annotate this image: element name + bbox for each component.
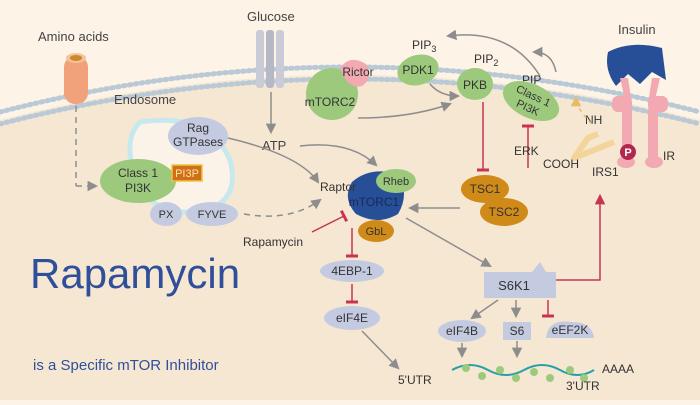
insulin-molecule [607,44,666,86]
4ebp1-node [320,260,384,282]
ir-label: IR [663,149,675,163]
irs1-label: IRS1 [592,165,619,179]
pkb-label: PKB [463,78,487,92]
tsc1-label: TSC1 [470,182,501,196]
fyve-label: FYVE [198,209,227,221]
class1-pi3k-endosome [100,159,176,203]
pip3-main: PIP [412,38,431,52]
phospho-badge [620,144,636,160]
pdk1-node [397,54,439,86]
gbl-node [358,220,394,242]
polya-tail-label: AAAA [602,362,634,376]
s6-node [503,322,531,340]
tsc2-node [480,198,528,226]
rag-label-line2: GTPases [173,135,223,149]
rheb-node [376,169,416,193]
cooh-label: COOH [543,157,579,171]
mtorc2-label: mTORC2 [305,95,356,109]
rapamycin-inhibits-mtorc1 [311,209,349,233]
amino-acids-label: Amino acids [38,29,109,44]
glucose-transporter [256,30,284,88]
eif4b-node [438,320,486,342]
rag-to-raptor-arrow [227,137,320,184]
rag-label-line1: Rag [187,121,209,135]
utr5-label: 5'UTR [398,373,432,387]
insulin-label: Insulin [618,22,656,37]
pdk1-to-pkb-arrow [429,83,461,102]
mtorc1-label: mTORC1 [349,195,400,209]
atp-label: ATP [262,138,286,153]
gbl-label: GbL [366,226,387,238]
eif4e-to-utr-arrow [361,330,400,370]
pip3-subscript: 3 [431,44,436,54]
irs1-to-pi3k-arrow [570,95,593,125]
page-subtitle: is a Specific mTOR Inhibitor [33,357,219,374]
mtorc2-to-pkb-arrow [357,101,452,119]
fyve-domain [186,202,238,226]
rag-gtpases [168,117,228,155]
mrna-strand [451,364,595,376]
eif4e-label: eIF4E [336,311,368,325]
page-title: Rapamycin [30,250,241,297]
pi3p-label: PI3P [175,168,199,180]
eif4e-node [324,306,380,330]
class1-endo-line2: PI3K [125,181,151,195]
pkb-node [457,68,493,100]
pi3k-to-pip2-arrow [531,46,557,73]
s6-label: S6 [510,324,525,338]
phospho-label: P [624,147,631,159]
pip2-subscript: 2 [493,58,498,68]
raptor-label: Raptor [320,180,356,194]
rapamycin-drug-label: Rapamycin [243,235,303,249]
rictor-label: Rictor [342,65,373,79]
pip2-main: PIP [474,52,493,66]
class1-endo-line1: Class 1 [118,166,158,180]
utr3-label: 3'UTR [566,379,600,393]
class1-pi3k-membrane [502,81,560,121]
tsc2-label: TSC2 [489,205,520,219]
rheb-label: Rheb [383,176,409,188]
s6k1-node [484,262,556,298]
glucose-label: Glucose [247,9,295,24]
pi3p-box [171,164,203,182]
pdk1-label: PDK1 [402,63,434,77]
s6k1-label: S6K1 [498,278,530,293]
erk-label: ERK [514,144,539,158]
ribosomes [462,364,588,382]
pip-to-pip3-arrow [445,29,541,77]
s6k1-feedback-irs1-arrow [556,193,606,281]
mtorc1-to-s6k1-arrow [405,217,492,268]
mtorc2-complex [306,68,358,120]
nh-label: NH [585,113,602,127]
irs1-chain [571,131,616,161]
4ebp1-label: 4EBP-1 [331,264,373,278]
amino-acid-transporter [64,53,88,104]
eif4b-label: eIF4B [446,324,478,338]
tsc1-node [461,175,509,203]
rictor-shape [340,59,370,87]
atp-to-mtorc1-arrow [299,144,378,167]
pip3-label: PIP3 [412,38,436,54]
s6k1-to-eif4b-arrow [470,299,499,320]
px-label: PX [159,209,174,221]
pip2-label: PIP2 [474,52,498,68]
eef2k-label: eEF2K [552,323,589,337]
eef2k-node [546,321,594,338]
px-domain [150,202,182,226]
endosome-label: Endosome [114,92,176,107]
